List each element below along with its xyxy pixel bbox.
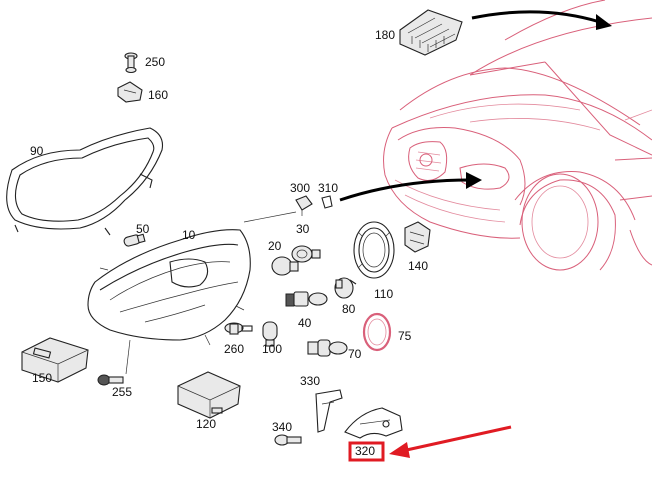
label-180: 180 <box>375 28 395 42</box>
part-75-gasket[interactable] <box>362 312 392 352</box>
label-320: 320 <box>355 444 375 458</box>
highlight-arrow-head <box>389 442 410 458</box>
label-80: 80 <box>342 302 356 316</box>
part-30-bulb-socket[interactable] <box>291 245 321 263</box>
part-140-module[interactable] <box>404 221 431 253</box>
label-160: 160 <box>148 88 168 102</box>
highlight-box <box>348 441 385 462</box>
label-250: 250 <box>145 55 165 69</box>
label-110: 110 <box>374 287 393 301</box>
label-140: 140 <box>408 259 428 273</box>
part-320-bracket[interactable] <box>344 407 403 439</box>
part-100-bulb[interactable] <box>262 321 278 347</box>
label-340: 340 <box>272 420 292 434</box>
part-70-bulb[interactable] <box>307 339 348 357</box>
label-90: 90 <box>30 144 44 158</box>
part-90-seal-frame[interactable] <box>6 127 164 236</box>
label-120: 120 <box>196 417 216 431</box>
part-250-screw[interactable] <box>124 52 138 74</box>
label-310: 310 <box>318 181 338 195</box>
highlight-annotation <box>348 425 512 462</box>
part-330-bracket[interactable] <box>315 389 343 433</box>
label-70: 70 <box>348 347 362 361</box>
highlight-arrow-shaft <box>401 425 512 453</box>
leader-255 <box>125 339 131 375</box>
pointer-arrows <box>339 10 612 202</box>
label-150: 150 <box>32 371 52 385</box>
leader-300 <box>243 211 297 223</box>
label-100: 100 <box>262 342 282 356</box>
part-110-cover-ring[interactable] <box>353 221 395 279</box>
part-310-bulb[interactable] <box>321 195 333 209</box>
label-40: 40 <box>298 316 312 330</box>
label-300: 300 <box>290 181 310 195</box>
label-260: 260 <box>224 342 244 356</box>
label-20: 20 <box>268 239 282 253</box>
label-75: 75 <box>398 329 412 343</box>
part-150-ballast-unit[interactable] <box>21 337 89 383</box>
label-330: 330 <box>300 374 320 388</box>
part-50-bulb[interactable] <box>123 233 146 247</box>
part-300-bulb-holder[interactable] <box>295 195 313 216</box>
part-160-clip[interactable] <box>117 81 143 103</box>
part-80-bulb-holder[interactable] <box>334 277 357 299</box>
part-340-screw[interactable] <box>274 434 302 446</box>
label-50: 50 <box>136 222 150 236</box>
car-outline <box>383 0 652 271</box>
label-30: 30 <box>296 222 310 236</box>
part-260-screw[interactable] <box>224 322 253 335</box>
label-255: 255 <box>112 385 132 399</box>
part-180-control-unit[interactable] <box>399 9 463 56</box>
part-255-screw[interactable] <box>97 374 124 386</box>
part-20-bulb[interactable] <box>271 256 299 276</box>
label-10: 10 <box>182 228 196 242</box>
part-120-control-unit[interactable] <box>177 371 241 419</box>
part-40-bulb[interactable] <box>285 291 328 307</box>
part-10-headlamp[interactable] <box>87 229 251 346</box>
